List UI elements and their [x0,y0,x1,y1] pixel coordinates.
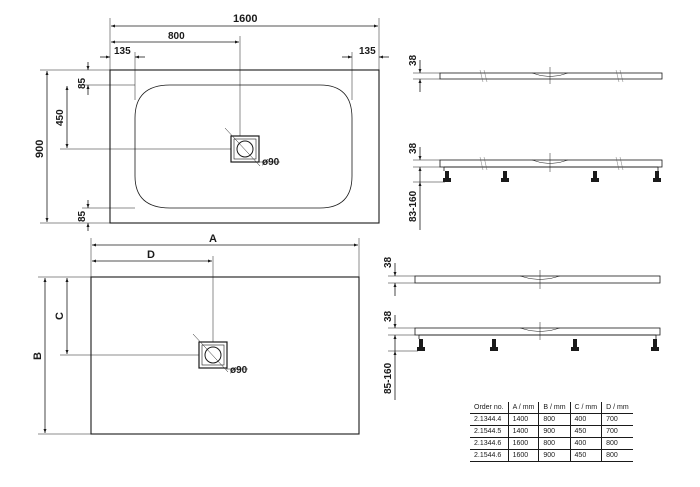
cell-order-no: 2.1344.6 [470,437,509,450]
dim-85-top: 85 [77,77,88,89]
side-view-4: 38 85-160 [383,310,661,400]
cell-b: 900 [538,449,571,462]
side-view-3: 38 [383,256,661,296]
col-header: C / mm [570,402,603,414]
tray-outline-generic [90,276,360,435]
dim-38-a: 38 [408,54,419,66]
dim-135-right: 135 [359,46,376,57]
cell-a: 1400 [508,425,540,438]
tray-basin [134,84,353,209]
cell-order-no: 2.1544.5 [470,425,509,438]
cell-a: 1400 [508,413,540,426]
col-header: Order no. [470,402,509,414]
order-table: Order no. A / mm B / mm C / mm D / mm 2.… [470,402,633,462]
side-view-1: 38 [408,54,663,92]
cell-b: 900 [538,425,571,438]
col-header: A / mm [508,402,540,414]
cell-b: 800 [538,413,571,426]
cell-c: 400 [570,437,603,450]
cell-d: 700 [601,425,633,438]
cell-c: 450 [570,449,603,462]
top-view: ø90 1600 800 135 135 900 450 85 [34,13,389,231]
support-feet [443,171,661,182]
dim-135-left: 135 [114,46,131,57]
cell-d: 700 [601,413,633,426]
cell-d: 800 [601,449,633,462]
drain-icon [224,127,261,167]
dim-38-b: 38 [408,142,419,154]
order-table-header: Order no. A / mm B / mm C / mm D / mm [470,402,633,414]
dim-800: 800 [168,31,185,42]
cell-a: 1600 [508,449,540,462]
dim-1600: 1600 [233,13,257,25]
dim-38-c: 38 [383,256,394,268]
tray-outline [109,69,380,224]
cell-order-no: 2.1544.6 [470,449,509,462]
dim-450: 450 [55,109,66,126]
support-feet [417,339,659,351]
dim-83-160: 83-160 [408,190,419,222]
drain-icon [192,333,229,373]
drain-diameter-label: ø90 [262,157,280,168]
cell-b: 800 [538,437,571,450]
generic-view: ø90 A D B C [32,233,360,435]
dim-38-d: 38 [383,310,394,322]
dim-85-bottom: 85 [77,210,88,222]
dim-C: C [54,312,66,320]
dim-85-160: 85-160 [383,362,394,394]
table-row: 2.1544.6 1600 900 450 800 [470,449,633,462]
cell-a: 1600 [508,437,540,450]
dim-B: B [32,352,44,360]
table-row: 2.1544.5 1400 900 450 700 [470,425,633,438]
side-view-2: 38 83-160 [408,142,663,230]
table-row: 2.1344.4 1400 800 400 700 [470,413,633,426]
cell-c: 400 [570,413,603,426]
col-header: D / mm [601,402,633,414]
cell-order-no: 2.1344.4 [470,413,509,426]
table-row: 2.1344.6 1600 800 400 800 [470,437,633,450]
dim-900: 900 [34,140,46,158]
cell-d: 800 [601,437,633,450]
dim-D: D [147,249,155,261]
cell-c: 450 [570,425,603,438]
col-header: B / mm [538,402,571,414]
drain-diameter-label-generic: ø90 [230,365,248,376]
dim-A: A [209,233,217,245]
